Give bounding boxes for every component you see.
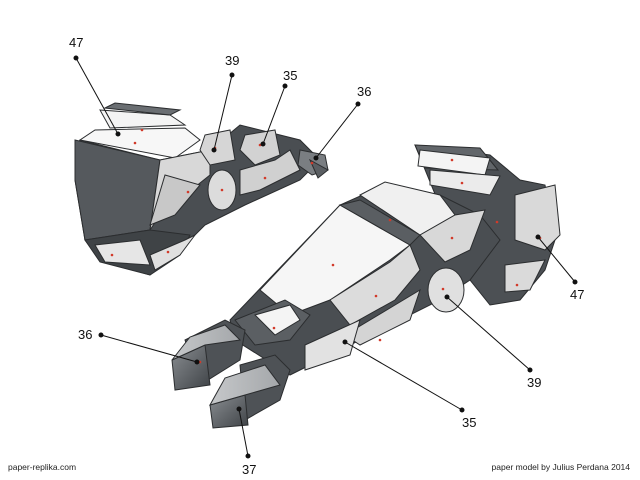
callout-label: 36	[78, 327, 92, 342]
callout-label: 35	[462, 415, 476, 430]
glue-markers-right	[198, 158, 542, 411]
callout-label: 39	[527, 375, 541, 390]
front-block-lower	[208, 354, 291, 429]
right-part-model	[171, 144, 561, 429]
callout-label: 36	[357, 84, 371, 99]
callout-label: 39	[225, 53, 239, 68]
left-part-model	[74, 102, 329, 276]
front-block-upper	[171, 319, 246, 391]
callout-lines	[73, 55, 578, 459]
site-credit: paper-replika.com	[8, 462, 77, 472]
callout-label: 47	[69, 35, 83, 50]
author-credit: paper model by Julius Perdana 2014	[491, 462, 630, 472]
callout-label: 37	[242, 462, 256, 477]
callout-label: 47	[570, 287, 584, 302]
callout-label: 35	[283, 68, 297, 83]
callout-labels: 47 39 35 36 47 39 35 36 37	[69, 35, 584, 477]
